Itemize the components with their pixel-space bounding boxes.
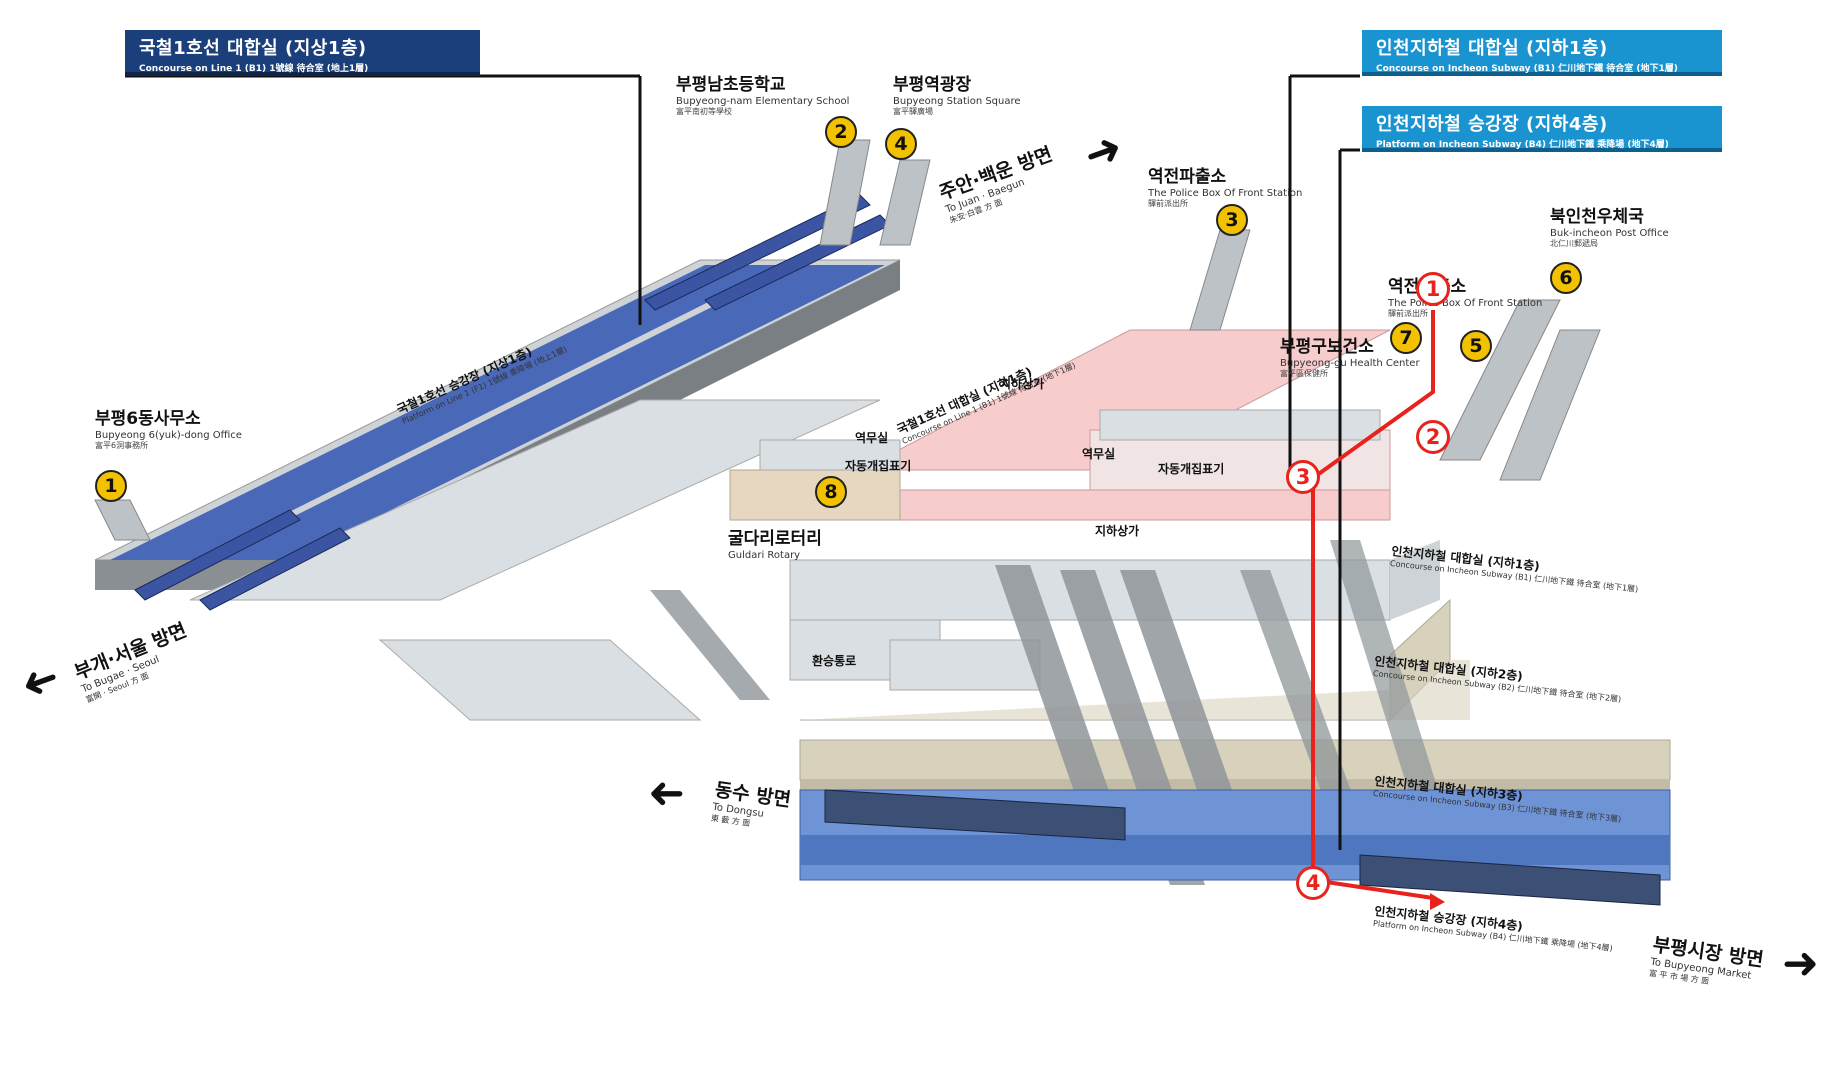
exit-4-ko: 부평역광장 (893, 75, 972, 95)
market-arrow-icon: ➜ (1782, 938, 1819, 989)
route-step-3: 3 (1286, 460, 1320, 494)
route-step-1: 1 (1416, 272, 1450, 306)
exit-4-en: Bupyeong Station Square (893, 95, 1021, 107)
station-office-label: 역무실 (855, 431, 889, 446)
exit-2-ko: 부평남초등학교 (676, 75, 786, 95)
exit-3-zh: 驛前派出所 (1148, 199, 1188, 209)
exit-3-ko: 역전파출소 (1148, 167, 1227, 187)
station-office-text-2: 역무실 (1082, 447, 1116, 461)
line1-train-front (134, 194, 891, 611)
exit-1-label: 부평6동사무소 Bupyeong 6(yuk)-dong Office 富平6洞… (95, 409, 242, 451)
transfer-path-label: 환승통로 (812, 654, 857, 669)
exit-7-en: Bupyeong-gu Health Center (1280, 357, 1420, 369)
exit-1-ko: 부평6동사무소 (95, 409, 201, 429)
ticket-gate-text: 자동개집표기 (845, 459, 912, 473)
exit-6-ko: 북인천우체국 (1550, 207, 1644, 227)
b1-concourse-structure (729, 229, 1601, 521)
exit-4-zh: 富平驛廣場 (893, 107, 933, 117)
header-incheon-concourse: 인천지하철 대합실 (지하1층) Concourse on Incheon Su… (1362, 30, 1722, 76)
header-incheon-concourse-en: Concourse on Incheon Subway (B1) 仁川地下鐵 待… (1376, 64, 1678, 74)
underground-mall-text-2: 지하상가 (1095, 524, 1140, 538)
header-incheon-platform-en: Platform on Incheon Subway (B4) 仁川地下鐵 乘降… (1376, 140, 1669, 150)
exit-5-ko: 역전파출소 (1388, 277, 1542, 298)
exit-1-zh: 富平6洞事務所 (95, 441, 149, 451)
ticket-gate-label-2: 자동개집표기 (1158, 462, 1225, 477)
exit-6-en: Buk-incheon Post Office (1550, 227, 1669, 239)
exit-8-badge: 8 (815, 476, 847, 508)
header-line1-concourse-en: Concourse on Line 1 (B1) 1號線 待合室 (地上1層) (139, 64, 369, 74)
exit-7-badge: 7 (1390, 322, 1422, 354)
station-office-label-2: 역무실 (1082, 447, 1116, 462)
direction-dongsu: 동수 방면 To Dongsu 東 藪 方 面 (710, 775, 793, 834)
exit-1-badge: 1 (95, 470, 127, 502)
ticket-gate-text-2: 자동개집표기 (1158, 462, 1225, 476)
header-incheon-platform: 인천지하철 승강장 (지하4층) Platform on Incheon Sub… (1362, 106, 1722, 152)
exit-6-label: 북인천우체국 Buk-incheon Post Office 北仁川郵遞局 (1550, 207, 1669, 249)
exit-3-en: The Police Box Of Front Station (1148, 187, 1303, 199)
route-step-4: 4 (1296, 866, 1330, 900)
exit-7-ko: 부평구보건소 (1280, 337, 1374, 357)
exit-8-en: Guldari Rotary (728, 549, 801, 561)
exit-5-zh: 驛前派出所 (1388, 309, 1428, 319)
underground-mall-label-2: 지하상가 (1095, 524, 1140, 539)
exit-6-zh: 北仁川郵遞局 (1550, 239, 1598, 249)
exit-5-en: The Police Box Of Front Station (1388, 297, 1543, 309)
exit-5-badge: 5 (1460, 330, 1492, 362)
incheon-train (824, 789, 1661, 906)
dongsu-arrow-icon: ➜ (648, 769, 685, 820)
exit-3-badge: 3 (1216, 204, 1248, 236)
exit-1-en: Bupyeong 6(yuk)-dong Office (95, 429, 242, 441)
exit-2-zh: 富平南初等學校 (676, 107, 732, 117)
underground-mall-text: 지하상가 (1000, 377, 1045, 391)
header-line1-concourse: 국철1호선 대합실 (지상1층) Concourse on Line 1 (B1… (125, 30, 480, 76)
exit-6-badge: 6 (1550, 262, 1582, 294)
exit-2-label: 부평남초등학교 Bupyeong-nam Elementary School 富… (676, 75, 850, 117)
line1-platform-structure (94, 139, 931, 721)
exit-2-badge: 2 (825, 116, 857, 148)
header-leader-lines (125, 74, 1360, 850)
exit-7-zh: 富平區保健所 (1280, 369, 1328, 379)
route-step-2: 2 (1416, 420, 1450, 454)
exit-5-label: 역전파출소 The Police Box Of Front Station 驛前… (1388, 277, 1543, 319)
station-office-text: 역무실 (855, 431, 889, 445)
exit-7-label: 부평구보건소 Bupyeong-gu Health Center 富平區保健所 (1280, 337, 1420, 379)
exit-3-label: 역전파출소 The Police Box Of Front Station 驛前… (1148, 167, 1303, 209)
ticket-gate-label: 자동개집표기 (845, 459, 912, 474)
exit-2-en: Bupyeong-nam Elementary School (676, 95, 850, 107)
underground-mall-label: 지하상가 (1000, 377, 1045, 392)
exit-8-ko: 굴다리로터리 (728, 529, 822, 549)
header-line1-concourse-ko: 국철1호선 대합실 (지상1층) (139, 38, 367, 59)
header-incheon-concourse-ko: 인천지하철 대합실 (지하1층) (1376, 38, 1608, 59)
exit-4-badge: 4 (885, 128, 917, 160)
exit-4-label: 부평역광장 Bupyeong Station Square 富平驛廣場 (893, 75, 1021, 117)
exit-8-label: 굴다리로터리 Guldari Rotary (728, 529, 822, 561)
header-incheon-platform-ko: 인천지하철 승강장 (지하4층) (1376, 114, 1608, 135)
incheon-b4-platform-structure (799, 789, 1671, 906)
transfer-path-text: 환승통로 (812, 654, 857, 668)
